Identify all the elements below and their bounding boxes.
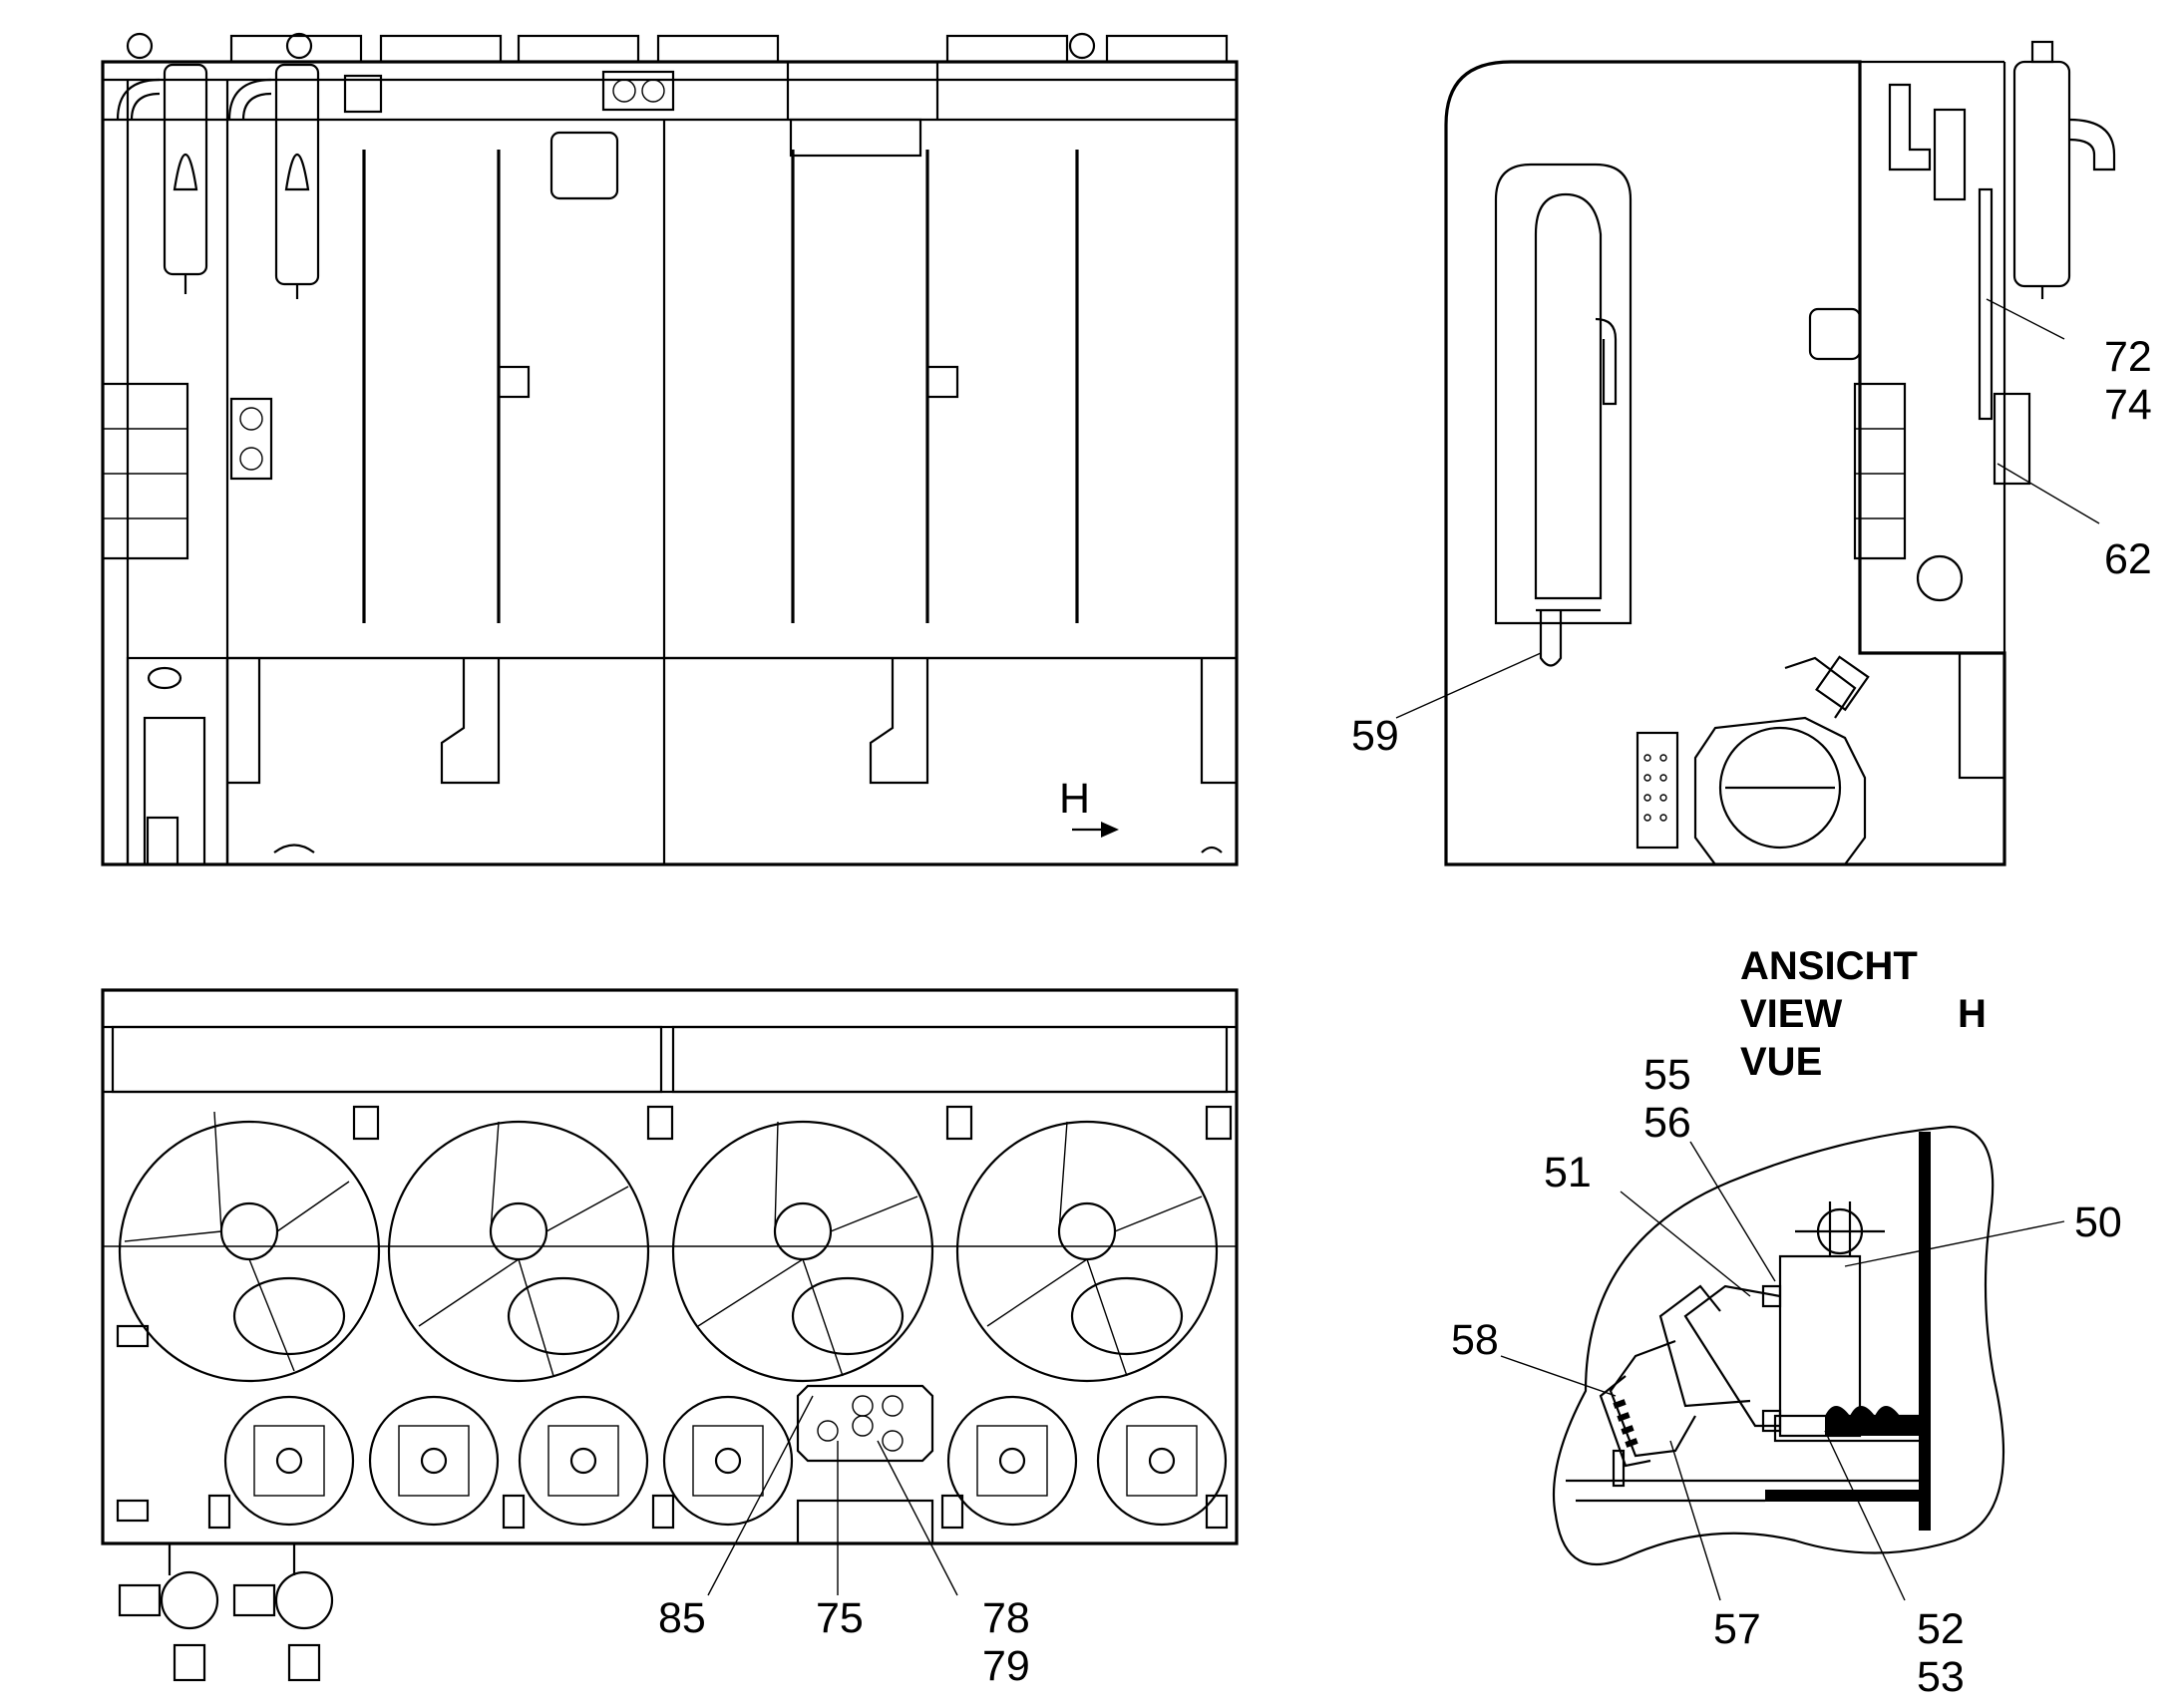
callout-74: 74 [2104, 381, 2152, 429]
callout-53: 53 [1917, 1653, 1965, 1701]
callout-labels: 59 72 74 62 85 75 78 79 55 56 51 50 58 5… [658, 333, 2152, 1701]
callout-85: 85 [658, 1594, 706, 1642]
leader-52-53 [1824, 1430, 1906, 1601]
view-title-line1: ANSICHT [1740, 944, 1918, 988]
view-title-line3: VUE [1740, 1040, 1822, 1084]
view-title-line2: VIEW [1740, 992, 1842, 1036]
top-hatch-covers [126, 32, 1229, 64]
callout-50: 50 [2074, 1198, 2122, 1246]
callout-56: 56 [1643, 1099, 1691, 1147]
leader-58 [1500, 1355, 1617, 1397]
side-valve-assembly [1693, 651, 2006, 866]
leader-78-79 [877, 1440, 958, 1596]
callout-59: 59 [1351, 712, 1399, 760]
side-filter-canister [2012, 40, 2116, 299]
callout-57: 57 [1713, 1605, 1761, 1653]
view-title-letter: H [1958, 992, 1987, 1036]
side-view [1395, 40, 2116, 866]
view-title: ANSICHT VIEW VUE H [1740, 944, 1987, 1084]
filter-canister-left [116, 63, 208, 294]
leader-59 [1395, 652, 1542, 719]
hatch-row [223, 1395, 1228, 1527]
callout-78: 78 [982, 1594, 1030, 1642]
filter-canister-right [227, 63, 320, 299]
top-view [101, 988, 1239, 1682]
leader-57 [1669, 1440, 1721, 1601]
callout-79: 79 [982, 1642, 1030, 1690]
callout-62: 62 [2104, 535, 2152, 583]
view-h-marker: H [1059, 775, 1119, 838]
callout-55: 55 [1643, 1051, 1691, 1099]
leader-72-74 [1986, 298, 2065, 340]
valve-assemblies [118, 1543, 334, 1682]
leader-55-56 [1689, 1141, 1776, 1282]
leader-51 [1620, 1191, 1751, 1297]
filter-discs [118, 1111, 1219, 1383]
callout-51: 51 [1544, 1149, 1592, 1196]
panel-slots [362, 150, 1079, 623]
leader-50 [1844, 1220, 2065, 1267]
detail-view-h [1500, 1125, 2065, 1601]
view-h-letter: H [1059, 775, 1090, 823]
leader-85 [707, 1395, 814, 1596]
front-view: H [101, 32, 1239, 866]
callout-72: 72 [2104, 333, 2152, 381]
callout-58: 58 [1451, 1316, 1499, 1364]
callout-75: 75 [816, 1594, 864, 1642]
callout-52: 52 [1917, 1605, 1965, 1653]
leader-62 [1997, 463, 2100, 524]
